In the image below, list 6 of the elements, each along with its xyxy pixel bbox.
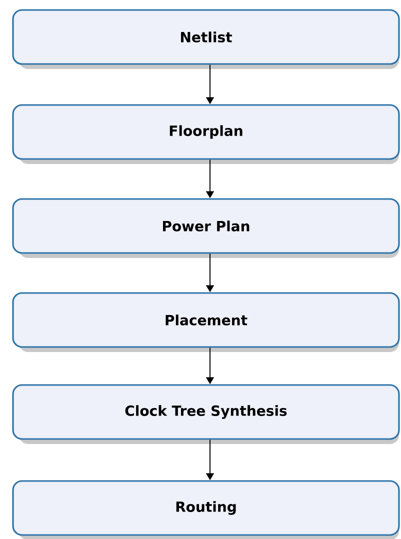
process-box: Floorplan: [12, 104, 400, 164]
process-box: Clock Tree Synthesis: [12, 384, 400, 444]
process-box: Netlist: [12, 9, 400, 69]
process-box: Power Plan: [12, 198, 400, 258]
process-box: Placement: [12, 292, 400, 352]
process-box: Routing: [12, 480, 400, 539]
